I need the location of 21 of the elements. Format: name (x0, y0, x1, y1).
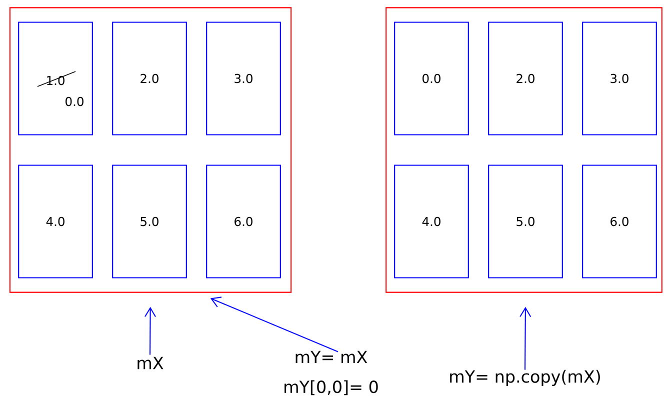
arrow (210, 296, 338, 352)
cell-box: 0.0 (394, 22, 469, 136)
cell-box: 2.0 (112, 22, 187, 136)
cell-box: 5.0 (488, 164, 563, 278)
cell-box (18, 22, 93, 136)
cell-box: 3.0 (206, 22, 281, 136)
cell-box: 3.0 (582, 22, 657, 136)
cell-box: 5.0 (112, 164, 187, 278)
code-label: mY= np.copy(mX) (450, 370, 600, 386)
cell-value: 0.0 (66, 96, 84, 106)
cell-box: 4.0 (18, 164, 93, 278)
arrow (144, 306, 156, 355)
cell-box: 4.0 (394, 164, 469, 278)
array-box (386, 7, 662, 293)
cell-box: 6.0 (582, 164, 657, 278)
array-box (9, 7, 292, 293)
cell-box: 2.0 (488, 22, 563, 136)
arrow (520, 306, 532, 370)
cell-box: 6.0 (206, 164, 281, 278)
code-label: mY= mX mY[0,0]= 0 (284, 350, 378, 396)
code-label: mX (138, 356, 164, 370)
